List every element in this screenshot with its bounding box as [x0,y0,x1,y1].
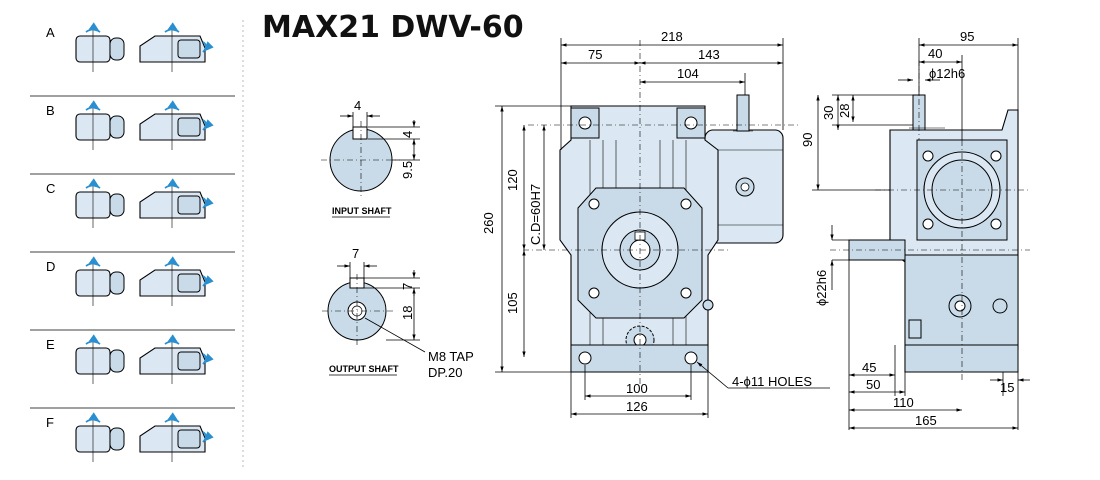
gearbox-icon [75,104,125,150]
front-view: 218 75 143 104 260 120 105 C.D=60H7 100 … [481,29,830,418]
front-dim-input-offset: 104 [677,66,699,81]
rotation-arrow-icon [164,256,180,267]
mounting-row: B [30,100,235,175]
side-dim-shaft-ext: 45 [862,360,876,375]
rotation-arrow-icon [85,22,101,33]
mounting-row: E [30,334,235,409]
front-dim-overall-height: 260 [481,212,496,234]
gearbox-icon [75,416,125,462]
rotation-arrow-icon [85,100,101,111]
input-dim-key-width: 4 [354,98,361,113]
mounting-row: F [46,412,214,462]
input-dim-key-depth: 4 [400,131,415,138]
side-dim-shaft-length: 30 [821,106,836,120]
mounting-letter: C [46,181,55,196]
front-dim-base-width: 126 [626,399,648,414]
mounting-row: D [30,256,235,331]
input-shaft-section: 4 4 9.5 INPUT SHAFT [321,98,420,218]
input-dim-height: 9.5 [400,161,415,179]
output-dim-key-depth: 7 [400,283,415,290]
side-dim-base-edge: 15 [1000,380,1014,395]
gearbox-side-icon [139,416,206,462]
mounting-position-table: A B C D E F [30,22,235,462]
output-tap-depth-note: DP.20 [428,365,462,380]
gearbox-side-icon [139,338,206,384]
gearbox-icon [75,260,125,306]
mounting-row: A [30,22,235,97]
rotation-arrow-icon [164,100,180,111]
rotation-arrow-icon [164,412,180,423]
output-dim-height: 18 [400,306,415,320]
side-dim-input-height: 90 [800,133,815,147]
gearbox-icon [75,182,125,228]
mounting-letter: B [46,103,55,118]
rotation-arrow-icon [202,197,214,209]
side-dim-overall-depth: 95 [960,29,974,44]
gearbox-icon [75,338,125,384]
rotation-arrow-icon [202,431,214,443]
front-dim-hole-pitch: 100 [626,381,648,396]
rotation-arrow-icon [202,275,214,287]
front-holes-note: 4-ϕ11 HOLES [732,374,812,389]
side-input-diameter: ϕ12h6 [929,66,965,81]
side-dim-base-offset: 50 [866,377,880,392]
output-shaft-caption: OUTPUT SHAFT [329,364,399,374]
input-keyway [352,126,368,140]
front-dim-left-offset: 75 [588,47,602,62]
front-dim-overall-width: 218 [661,29,683,44]
front-center-distance: C.D=60H7 [528,184,543,245]
rotation-arrow-icon [85,412,101,423]
front-dim-upper-height: 120 [505,169,520,191]
rotation-arrow-icon [164,334,180,345]
page-title: MAX21 DWV-60 [262,10,524,45]
output-dim-key-width: 7 [352,246,359,261]
side-view: 95 40 ϕ12h6 30 28 90 ϕ22h6 45 50 110 165 [800,29,1030,430]
gearbox-icon [75,26,125,72]
mounting-letter: A [46,25,55,40]
side-output-diameter: ϕ22h6 [814,270,829,306]
front-dim-right-offset: 143 [698,47,720,62]
rotation-arrow-icon [202,119,214,131]
mounting-letter: D [46,259,55,274]
side-dim-overall-length: 165 [915,413,937,428]
mounting-letter: F [46,415,54,430]
mounting-letter: E [46,337,55,352]
rotation-arrow-icon [202,41,214,53]
side-dim-center-offset: 110 [893,395,914,410]
rotation-arrow-icon [85,256,101,267]
output-tap-note: M8 TAP [428,349,474,364]
front-dim-lower-height: 105 [505,292,520,314]
gearbox-side-icon [139,104,206,150]
rotation-arrow-icon [164,178,180,189]
rotation-arrow-icon [85,334,101,345]
mounting-row: C [30,178,235,253]
output-shaft-section: 7 7 18 M8 TAP DP.20 OUTPUT SHAFT [322,246,474,380]
side-dim-input-offset: 40 [928,46,942,61]
gearbox-side-icon [139,182,206,228]
input-shaft-caption: INPUT SHAFT [332,206,392,216]
rotation-arrow-icon [202,353,214,365]
rotation-arrow-icon [164,22,180,33]
side-dim-key-length: 28 [837,104,852,118]
rotation-arrow-icon [85,178,101,189]
gearbox-side-icon [139,260,206,306]
gearbox-side-icon [139,26,206,72]
input-shaft-stub [736,94,750,132]
